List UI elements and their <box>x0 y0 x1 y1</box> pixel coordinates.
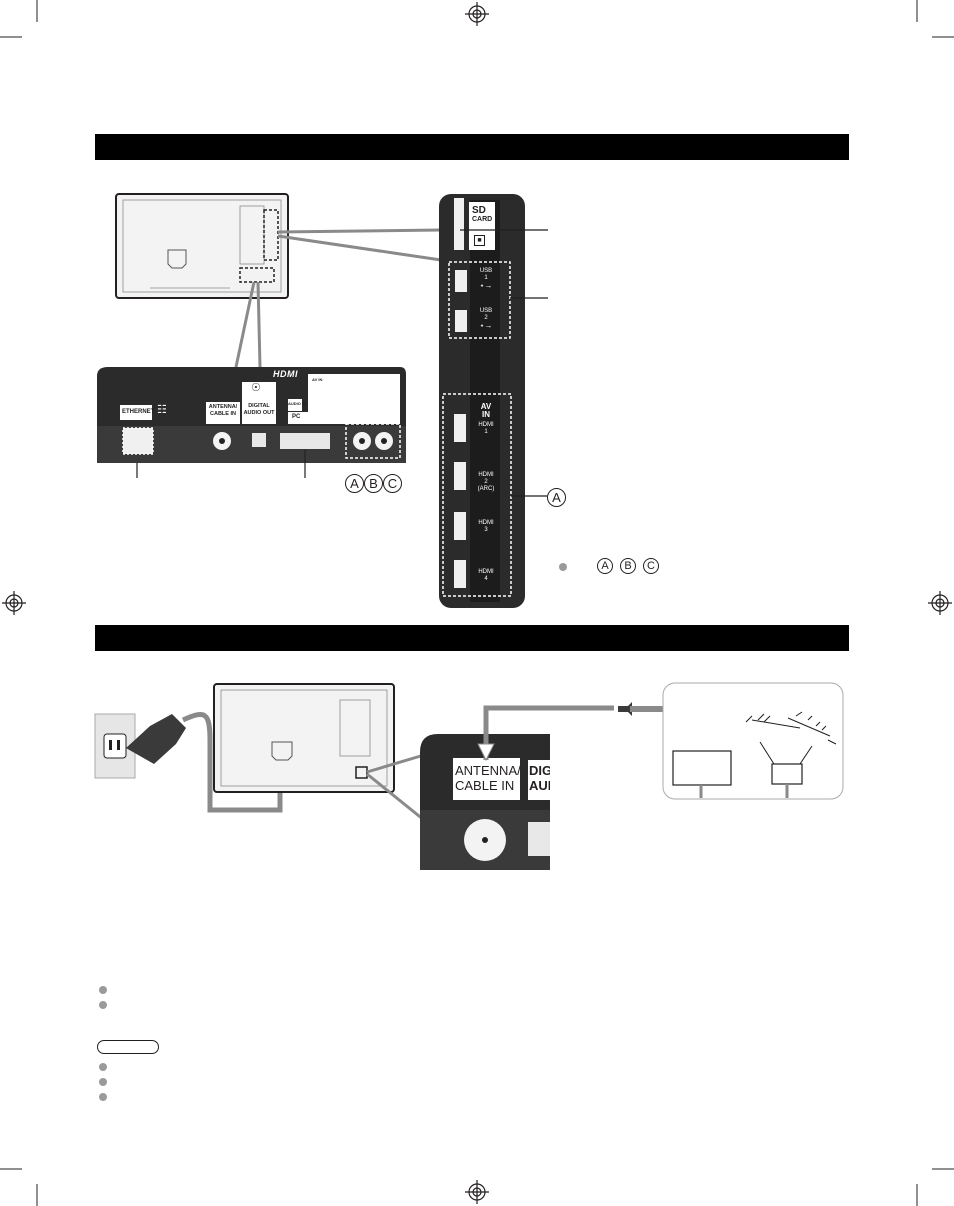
usb2-label-line2: 2 <box>484 315 488 321</box>
hdmi1-label: HDMI 1 <box>474 422 498 436</box>
hdmi3-label-line2: 3 <box>484 527 488 533</box>
hdmi2-label-line2: 2 <box>484 479 488 485</box>
circle-letter-b: B <box>364 474 383 493</box>
hdmi1-label-line2: 1 <box>484 429 488 435</box>
hdmi4-label-line1: HDMI <box>478 569 494 575</box>
sd-label-line1: SD <box>472 205 486 216</box>
bottom-terminal-panel <box>97 367 406 478</box>
tv-rear-view-upper <box>115 193 289 299</box>
hdmi2-label-line3: (ARC) <box>477 486 495 492</box>
av-in-side-label: AV IN <box>474 403 498 419</box>
legend-letter-c: C <box>643 558 659 574</box>
registration-mark-top <box>465 2 489 26</box>
legend-letter-a: A <box>597 558 613 574</box>
circle-letter-c: C <box>383 474 402 493</box>
registration-mark-right <box>928 591 952 615</box>
legend-bullet <box>559 563 567 571</box>
registration-mark-bottom <box>465 1180 489 1204</box>
usb-icon: ⋆→ <box>479 281 493 290</box>
digital-audio-cut-line1: DIG <box>529 763 550 778</box>
hdmi2-label-line1: HDMI <box>478 472 494 478</box>
hdmi4-label: HDMI 4 <box>474 569 498 583</box>
usb1-label-line1: USB <box>479 268 493 274</box>
digital-audio-label-line1: DIGITAL <box>248 403 270 409</box>
sd-card-label: SD CARD <box>472 206 492 224</box>
legend-letter-b: B <box>620 558 636 574</box>
pc-label: PC <box>292 414 301 420</box>
registration-mark-left <box>2 591 26 615</box>
usb-icon: ⋆→ <box>479 321 493 330</box>
hdmi4-label-line2: 4 <box>484 576 488 582</box>
hdmi1-label-line1: HDMI <box>478 422 494 428</box>
antenna-zoom-label: ANTENNA/ CABLE IN <box>455 763 521 793</box>
side-callout-letter-a: A <box>547 488 566 507</box>
audio-in-label: AUDIO IN <box>288 401 306 406</box>
usb2-label: USB 2 ⋆→ <box>476 308 496 330</box>
antenna-zoom-label-line2: CABLE IN <box>455 778 515 793</box>
ethernet-label: ETHERNET <box>122 409 155 415</box>
list-bullet <box>99 1078 107 1086</box>
side-terminal-panel <box>439 194 548 608</box>
circle-letter-a: A <box>345 474 364 493</box>
usb2-label-line1: USB <box>479 308 493 314</box>
hdmi3-label-line1: HDMI <box>478 520 494 526</box>
hdmi-logo: HDMI <box>273 369 298 379</box>
digital-audio-label-line2: AUDIO OUT <box>243 410 275 416</box>
wall-outlet <box>94 713 136 779</box>
lan-icon: ☷ <box>157 404 167 416</box>
list-bullet <box>99 986 107 994</box>
zoom-lines <box>234 228 442 368</box>
section-header-bar-2 <box>95 625 849 651</box>
antenna-source-box <box>662 682 844 800</box>
power-plug <box>126 712 283 813</box>
digital-audio-cut-label: DIG AUD <box>529 763 550 793</box>
note-marker <box>97 1040 159 1054</box>
av-in-label: AV IN <box>312 377 323 382</box>
sd-label-line2: CARD <box>472 216 493 223</box>
digital-audio-label: DIGITAL AUDIO OUT <box>242 403 276 417</box>
antenna-label: ANTENNA/ CABLE IN <box>207 404 239 418</box>
antenna-label-line2: CABLE IN <box>210 411 236 417</box>
av-label-line2: IN <box>482 410 490 419</box>
antenna-label-line1: ANTENNA/ <box>208 404 238 410</box>
antenna-zoom-panel <box>420 702 664 870</box>
av-label-line1: AV <box>480 402 492 411</box>
digital-audio-cut-line2: AUD <box>529 778 550 793</box>
digital-audio-icon: ☉ <box>251 382 261 394</box>
list-bullet <box>99 1093 107 1101</box>
list-bullet <box>99 1001 107 1009</box>
hdmi2-label: HDMI 2 (ARC) <box>474 472 498 493</box>
sd-card-icon: ■ <box>474 235 485 246</box>
hdmi3-label: HDMI 3 <box>474 520 498 534</box>
section-header-bar-1 <box>95 134 849 160</box>
usb1-label-line2: 1 <box>484 275 488 281</box>
antenna-zoom-label-line1: ANTENNA/ <box>455 763 521 778</box>
tv-rear-view-lower <box>213 683 425 822</box>
list-bullet <box>99 1063 107 1071</box>
usb1-label: USB 1 ⋆→ <box>476 268 496 290</box>
